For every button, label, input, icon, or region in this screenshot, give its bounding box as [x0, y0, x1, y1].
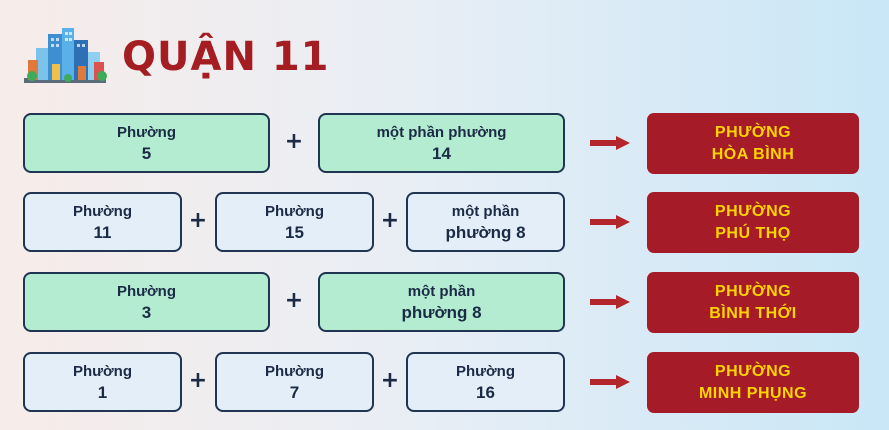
source-ward-number: 14 [432, 144, 451, 163]
source-ward-number: 11 [93, 223, 112, 242]
plus-sign: + [380, 208, 400, 233]
source-ward-label: Phường [455, 363, 516, 380]
source-ward-box: một phần phường 8 [318, 272, 565, 332]
page-title: QUẬN 11 [122, 34, 330, 80]
source-ward-label: Phường [72, 203, 133, 220]
source-ward-label: một phần [407, 283, 476, 300]
source-ward-box: Phường 11 [23, 192, 182, 252]
source-ward-label: một phần phường [376, 124, 507, 141]
source-ward-number: 15 [285, 223, 304, 242]
source-ward-label: Phường [264, 203, 325, 220]
result-ward-label: PHƯỜNG [714, 282, 792, 300]
right-arrow-icon [590, 295, 630, 309]
source-ward-box: một phần phường 8 [406, 192, 565, 252]
plus-sign: + [188, 208, 208, 233]
result-ward-box: PHƯỜNG MINH PHỤNG [647, 352, 859, 413]
source-ward-box: Phường 15 [215, 192, 374, 252]
result-ward-label: PHƯỜNG [714, 123, 792, 141]
source-ward-box: Phường 1 [23, 352, 182, 412]
plus-sign: + [380, 368, 400, 393]
source-ward-box: Phường 3 [23, 272, 270, 332]
source-ward-box: Phường 5 [23, 113, 270, 173]
right-arrow-icon [590, 375, 630, 389]
source-ward-number: phường 8 [445, 223, 526, 242]
plus-sign: + [284, 129, 304, 154]
result-ward-box: PHƯỜNG HÒA BÌNH [647, 113, 859, 174]
plus-sign: + [188, 368, 208, 393]
source-ward-label: một phần [451, 203, 520, 220]
result-ward-name: BÌNH THỚI [709, 304, 797, 322]
right-arrow-icon [590, 215, 630, 229]
source-ward-label: Phường [72, 363, 133, 380]
result-ward-box: PHƯỜNG BÌNH THỚI [647, 272, 859, 333]
result-ward-name: PHÚ THỌ [715, 224, 791, 242]
result-ward-name: HÒA BÌNH [711, 145, 795, 163]
source-ward-number: phường 8 [401, 303, 482, 322]
source-ward-box: một phần phường 14 [318, 113, 565, 173]
source-ward-number: 7 [289, 383, 300, 402]
result-ward-label: PHƯỜNG [714, 362, 792, 380]
right-arrow-icon [590, 136, 630, 150]
source-ward-number: 3 [141, 303, 152, 322]
source-ward-number: 5 [141, 144, 152, 163]
source-ward-number: 16 [476, 383, 495, 402]
source-ward-label: Phường [116, 124, 177, 141]
source-ward-label: Phường [116, 283, 177, 300]
source-ward-box: Phường 16 [406, 352, 565, 412]
plus-sign: + [284, 288, 304, 313]
source-ward-number: 1 [97, 383, 108, 402]
source-ward-label: Phường [264, 363, 325, 380]
result-ward-name: MINH PHỤNG [698, 384, 808, 402]
result-ward-label: PHƯỜNG [714, 202, 792, 220]
result-ward-box: PHƯỜNG PHÚ THỌ [647, 192, 859, 253]
city-skyline-icon [24, 28, 107, 83]
source-ward-box: Phường 7 [215, 352, 374, 412]
